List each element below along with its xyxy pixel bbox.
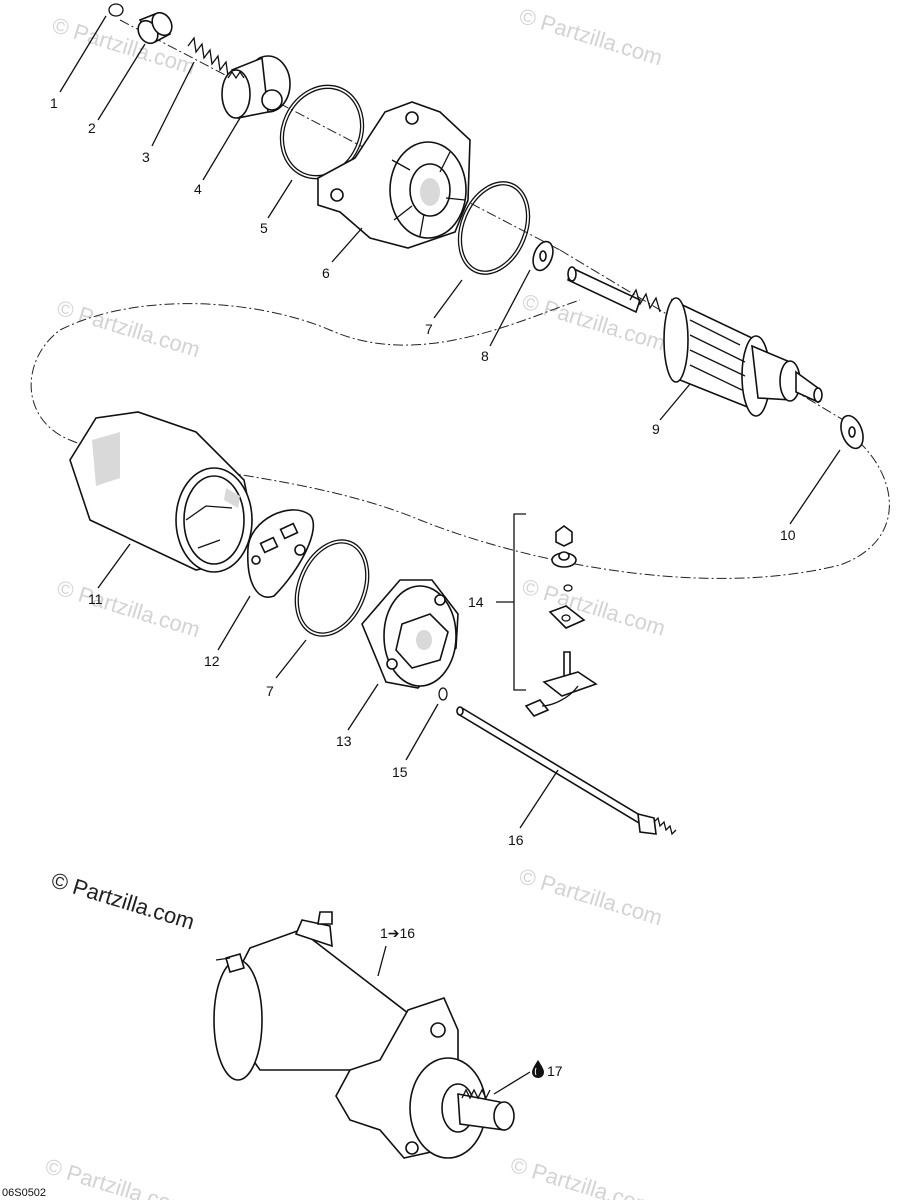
- callout-1: 1: [50, 95, 58, 111]
- o-ring-part: [279, 84, 365, 180]
- watermark-8: ©Partzilla.com: [42, 1153, 191, 1200]
- callout-6: 6: [322, 265, 330, 281]
- washer-part: [532, 240, 554, 272]
- callout-13: 13: [336, 733, 352, 749]
- svg-text:©Partzilla.com: ©Partzilla.com: [519, 289, 668, 356]
- callout-9: 9: [652, 421, 660, 437]
- callout-7-upper: 7: [425, 321, 433, 337]
- svg-text:©Partzilla.com: ©Partzilla.com: [54, 575, 203, 642]
- stop-collar-part: [137, 11, 173, 45]
- oil-drop-icon: [532, 1060, 544, 1078]
- svg-text:©Partzilla.com: ©Partzilla.com: [54, 295, 203, 362]
- watermark-5: ©Partzilla.com: [54, 575, 203, 642]
- through-bolt-part: [456, 706, 677, 836]
- watermark-main: ©Partzilla.com: [49, 867, 198, 934]
- o-ring-upper-part: [457, 181, 531, 275]
- watermark-6: ©Partzilla.com: [519, 574, 668, 641]
- callout-8: 8: [481, 348, 489, 364]
- drawing-code: 06S0502: [2, 1187, 46, 1199]
- callout-4: 4: [194, 181, 202, 197]
- callout-14: 14: [468, 594, 484, 610]
- svg-text:©Partzilla.com: ©Partzilla.com: [519, 574, 668, 641]
- o-ring-lower-part: [294, 539, 370, 637]
- callout-15: 15: [392, 764, 408, 780]
- assembly-axis: [30, 19, 890, 579]
- callout-lubricant: 17: [547, 1063, 563, 1079]
- callout-5: 5: [260, 220, 268, 236]
- leader-lines: [59, 15, 841, 1095]
- callout-labels: 1 2 3 4 5 6 7 8 9 10 11 12 7 13 14 15 16…: [50, 95, 796, 1079]
- yoke-frame-part: [69, 411, 253, 573]
- callout-assembly: 1➔16: [380, 925, 415, 941]
- terminal-kit-part: [524, 525, 598, 717]
- svg-text:©Partzilla.com: ©Partzilla.com: [516, 863, 665, 930]
- callout-10: 10: [780, 527, 796, 543]
- watermark-3: ©Partzilla.com: [54, 295, 203, 362]
- callout-11: 11: [88, 591, 103, 607]
- watermark-2: ©Partzilla.com: [516, 3, 665, 70]
- pinion-drive-part: [221, 55, 291, 119]
- watermark-9: ©Partzilla.com: [508, 1152, 657, 1200]
- callout-7-lower: 7: [266, 683, 274, 699]
- spring-part: [187, 36, 229, 77]
- svg-text:©Partzilla.com: ©Partzilla.com: [516, 3, 665, 70]
- end-washer-part: [840, 414, 864, 450]
- callout-2: 2: [88, 120, 96, 136]
- svg-text:©Partzilla.com: ©Partzilla.com: [508, 1152, 657, 1200]
- callout-12: 12: [204, 653, 220, 669]
- end-cover-part: [361, 579, 459, 689]
- svg-text:©Partzilla.com: ©Partzilla.com: [42, 1153, 191, 1200]
- snap-ring-part: [108, 3, 124, 17]
- drive-housing-part: [317, 101, 471, 249]
- assembled-starter: [213, 911, 515, 1159]
- callout-16: 16: [508, 832, 524, 848]
- watermark-4: ©Partzilla.com: [519, 289, 668, 356]
- armature-part: [567, 266, 823, 417]
- watermark-7: ©Partzilla.com: [516, 863, 665, 930]
- callout-3: 3: [142, 149, 150, 165]
- svg-text:©Partzilla.com: ©Partzilla.com: [49, 867, 198, 934]
- small-o-ring-part: [438, 687, 448, 701]
- brush-holder-part: [247, 509, 315, 598]
